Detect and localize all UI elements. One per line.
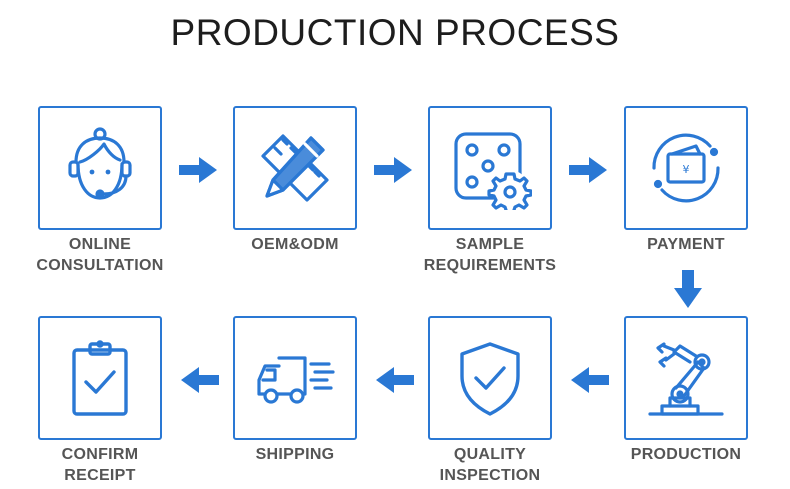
- step-box: [38, 106, 162, 230]
- arrow-down-icon: [674, 270, 702, 308]
- step-label: QUALITY INSPECTION: [439, 446, 541, 484]
- step-production: PRODUCTION: [624, 316, 748, 463]
- step-label: PRODUCTION: [630, 446, 742, 463]
- step-label: SAMPLE REQUIREMENTS: [423, 236, 557, 274]
- arrow-left-icon: [571, 367, 609, 393]
- clipboard-check-icon: [72, 340, 128, 416]
- arrow-left-icon: [181, 367, 219, 393]
- step-label: PAYMENT: [647, 236, 725, 253]
- headset-agent-icon: [68, 127, 132, 200]
- shield-check-icon: [460, 342, 520, 416]
- robot-arm-icon: [648, 342, 724, 416]
- step-box: [428, 106, 552, 230]
- step-box: [624, 316, 748, 440]
- step-sample-requirements: SAMPLE REQUIREMENTS: [424, 106, 556, 274]
- pencil-ruler-icon: [261, 134, 329, 202]
- step-box: [233, 106, 357, 230]
- step-quality-inspection: QUALITY INSPECTION: [428, 316, 552, 484]
- arrow-right-icon: [179, 157, 217, 183]
- payment-symbol: ¥: [683, 163, 690, 176]
- step-payment: ¥ PAYMENT: [624, 106, 748, 253]
- step-oem-odm: OEM&ODM: [233, 106, 357, 253]
- arrow-right-icon: [569, 157, 607, 183]
- delivery-truck-icon: [257, 356, 335, 404]
- arrow-right-icon: [374, 157, 412, 183]
- dice-gear-icon: [454, 132, 532, 210]
- step-label: ONLINE CONSULTATION: [36, 236, 164, 274]
- page-title: PRODUCTION PROCESS: [170, 12, 620, 53]
- step-confirm-receipt: CONFIRM RECEIPT: [38, 316, 162, 484]
- step-box: [38, 316, 162, 440]
- step-shipping: SHIPPING: [233, 316, 357, 463]
- step-label: OEM&ODM: [251, 236, 339, 253]
- step-label: SHIPPING: [255, 446, 335, 463]
- arrow-left-icon: [376, 367, 414, 393]
- step-box: [428, 316, 552, 440]
- step-box: [233, 316, 357, 440]
- step-online-consultation: ONLINE CONSULTATION: [36, 106, 163, 274]
- wallet-payment-icon: ¥: [652, 133, 720, 203]
- step-box: ¥: [624, 106, 748, 230]
- step-label: CONFIRM RECEIPT: [61, 446, 139, 484]
